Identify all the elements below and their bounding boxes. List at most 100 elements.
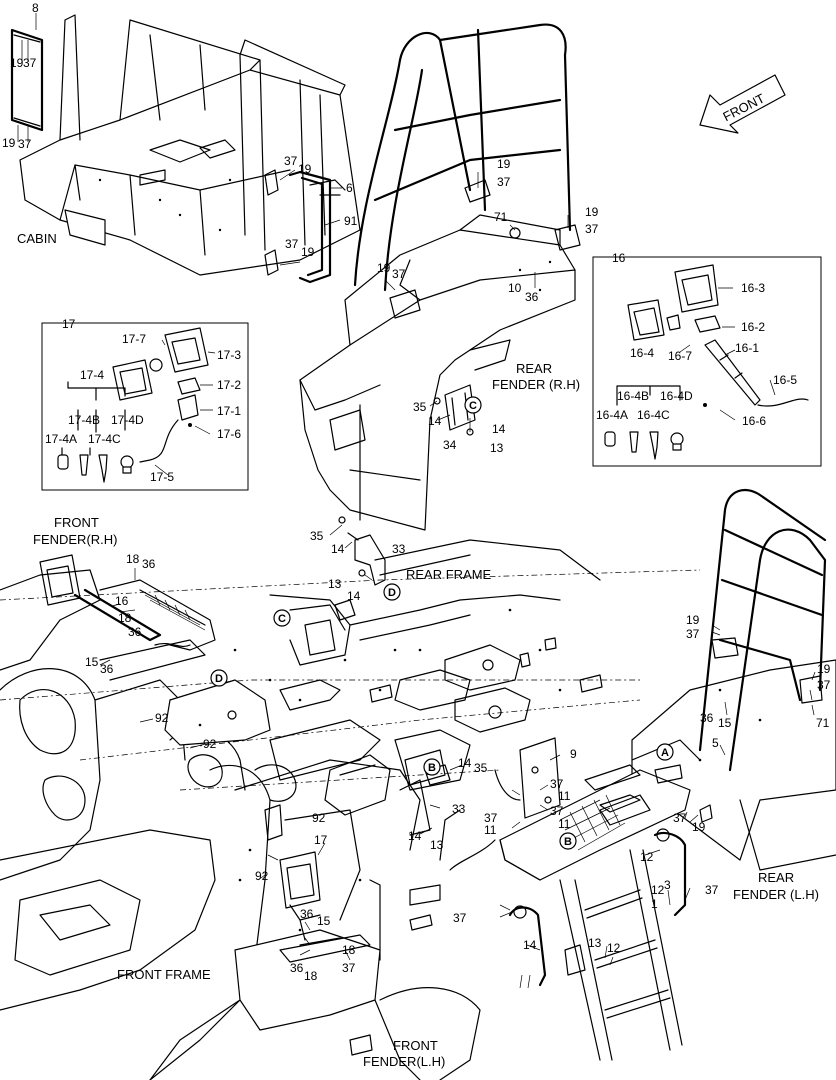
- leader-lines: [17, 13, 816, 989]
- circle-ref-b-step: B: [559, 832, 577, 850]
- circle-ref-label: D: [215, 673, 223, 685]
- bulb-16-4b: [629, 431, 639, 453]
- part-label: 16-4D: [660, 389, 693, 403]
- part-label: 16-7: [668, 349, 692, 363]
- callout-label: 37: [453, 911, 467, 925]
- callout-label: 37: [550, 804, 564, 818]
- caption-front-fender-lh-line1: FRONT: [393, 1038, 438, 1053]
- callout-label: 33: [452, 802, 466, 816]
- callout-label: 18: [126, 552, 140, 566]
- part-label: 17-4B: [68, 413, 100, 427]
- callout-label: 19: [686, 613, 700, 627]
- detail-16-title: 16: [612, 251, 626, 265]
- part-label: 17-4: [80, 368, 104, 382]
- callout-label: 37: [497, 175, 511, 189]
- callout-label: 1: [651, 897, 658, 911]
- part-label: 17-3: [217, 348, 241, 362]
- callout-label: 37: [392, 267, 406, 281]
- callout-label: 18: [342, 943, 356, 957]
- part-label: 17-7: [122, 332, 146, 346]
- callout-label: 36: [128, 625, 142, 639]
- callout-label: 6: [346, 181, 353, 195]
- fender-grid: [144, 594, 206, 631]
- callout-label: 13: [588, 936, 602, 950]
- front-arrow: [699, 74, 786, 134]
- caption-rear-fender-lh-line2: FENDER (L.H): [733, 887, 819, 902]
- circle-ref-label: A: [661, 747, 669, 759]
- callout-label: 71: [494, 210, 508, 224]
- callout-label: 14: [492, 422, 506, 436]
- callout-label: 15: [317, 914, 331, 928]
- callout-label: 37: [673, 811, 687, 825]
- callout-label: 18: [118, 611, 132, 625]
- callout-label: 34: [443, 438, 457, 452]
- callout-label: 19: [497, 157, 511, 171]
- part-label: 17-4D: [111, 413, 144, 427]
- callout-label: 19: [298, 162, 312, 176]
- callout-label: 3: [664, 878, 671, 892]
- bulb-17-4d: [120, 455, 134, 474]
- callout-label: 13: [328, 577, 342, 591]
- caption-front-fender-rh-line2: FENDER(R.H): [33, 532, 118, 547]
- callout-label: 37: [550, 777, 564, 791]
- caption-cabin: CABIN: [17, 231, 57, 246]
- callout-label: 36: [525, 290, 539, 304]
- circle-ref-b-frame: B: [423, 758, 441, 776]
- circle-ref-d-frame: D: [210, 669, 228, 687]
- callout-label: 19: [10, 56, 24, 70]
- callout-label: 37: [484, 811, 498, 825]
- bracket-33: [338, 516, 386, 586]
- part-label: 16-4A: [596, 408, 628, 422]
- callout-label: 19: [585, 205, 599, 219]
- callout-label: 5: [712, 736, 719, 750]
- callout-label: 19: [692, 820, 706, 834]
- callout-label: 37: [18, 137, 32, 151]
- callout-label: 92: [255, 869, 269, 883]
- part-label: 17-1: [217, 404, 241, 418]
- circle-ref-d-top: D: [383, 583, 401, 601]
- bulb-16-4a: [604, 431, 616, 447]
- callout-label: 12: [607, 941, 621, 955]
- rear-fender-rh-drawing: [299, 23, 581, 531]
- circle-ref-label: B: [428, 762, 436, 774]
- detail-box-16: [592, 256, 822, 467]
- callout-label: 14: [523, 938, 537, 952]
- bracket-9: [519, 737, 561, 819]
- callout-label: 14: [428, 414, 442, 428]
- callout-label: 35: [413, 400, 427, 414]
- bulb-17-4c: [98, 454, 108, 483]
- callout-label: 36: [142, 557, 156, 571]
- callout-label: 14: [331, 542, 345, 556]
- lamp-17-drawing: [279, 851, 321, 941]
- bracket-d-plate: [164, 679, 271, 746]
- circle-ref-c-top: C: [464, 396, 482, 414]
- part-label: 17-4A: [45, 432, 77, 446]
- callout-label: 14: [347, 589, 361, 603]
- callout-label: 37: [342, 961, 356, 975]
- callout-label: 14: [408, 829, 422, 843]
- callout-label: 91: [344, 214, 358, 228]
- callout-label: 9: [570, 747, 577, 761]
- callout-label: 37: [284, 154, 298, 168]
- callout-label: 92: [203, 737, 217, 751]
- callout-label: 37: [285, 237, 299, 251]
- callout-label: 13: [490, 441, 504, 455]
- callout-label: 92: [312, 811, 326, 825]
- callout-label: 19: [2, 136, 16, 150]
- bulb-16-4c: [649, 431, 659, 460]
- part-label: 17-5: [150, 470, 174, 484]
- callout-label: 8: [32, 1, 39, 15]
- callout-label: 37: [705, 883, 719, 897]
- callout-label: 19: [301, 245, 315, 259]
- circle-ref-label: C: [469, 400, 477, 412]
- callout-label: 12: [640, 850, 654, 864]
- bulb-16-4d: [670, 432, 684, 451]
- part-label: 17-2: [217, 378, 241, 392]
- step-ladder-drawing: [494, 764, 713, 1061]
- caption-rear-fender-lh-line1: REAR: [758, 870, 794, 885]
- part-label: 16-3: [741, 281, 765, 295]
- cabin-drawing: [10, 14, 361, 284]
- callout-label: 18: [304, 969, 318, 983]
- callout-label: 13: [430, 838, 444, 852]
